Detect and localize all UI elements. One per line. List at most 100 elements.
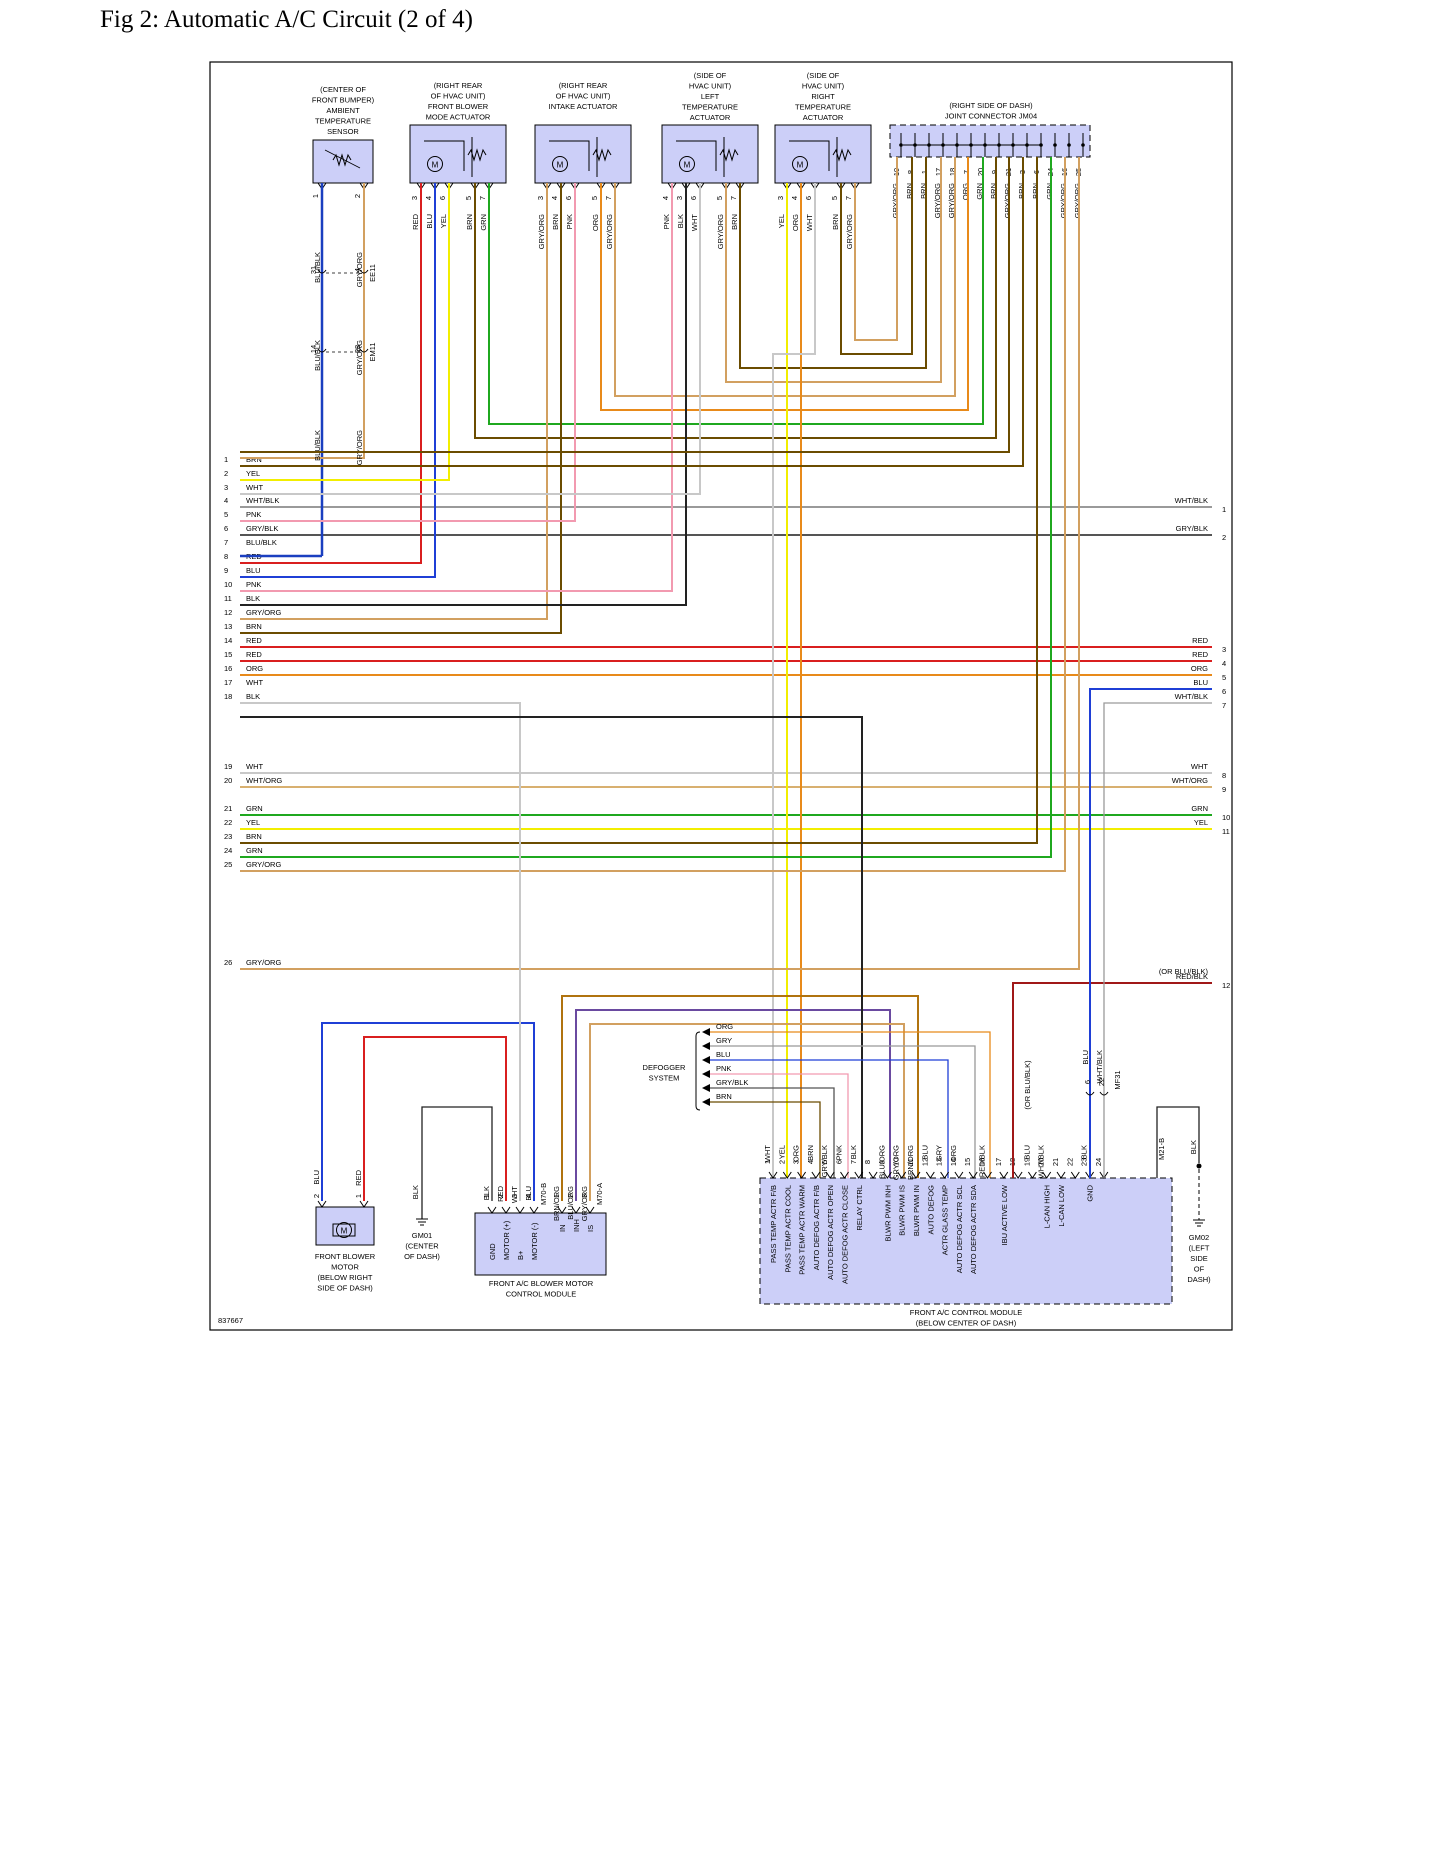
wire-jm04-gry-org (240, 157, 1066, 872)
defogger-arrow (702, 1028, 710, 1036)
ac-control-pin: 22 (1065, 1158, 1074, 1166)
mode-actuator-pot (467, 148, 487, 162)
mode-actuator-label-line: OF HVAC UNIT) (431, 92, 486, 101)
blower-control-pin-label: INH (572, 1219, 581, 1232)
pin-mark (854, 1171, 864, 1179)
left-bus-number: 24 (224, 846, 232, 855)
ac-control-pin: 6 (835, 1160, 844, 1164)
left-bus-number: 13 (224, 622, 232, 631)
ac-control-wire-label: GRY/ORG (892, 1145, 901, 1180)
ac-control-pin: 5 (820, 1160, 829, 1164)
wire-jm04-brn (240, 157, 1024, 467)
wire-intake-gry-org (614, 157, 956, 397)
ac-control-pin-label: PASS TEMP ACTR F/B (769, 1185, 778, 1263)
mode-actuator-schematic (424, 137, 473, 177)
wire-blower-red (363, 1036, 507, 1201)
ac-control-wire-label: BLU/ORG (877, 1145, 886, 1179)
ac-control-pin-label: AUTO DEFOG ACTR SCL (955, 1185, 964, 1273)
blower-control-pin: 2 (496, 1194, 505, 1198)
left-bus-label: GRY/BLK (246, 524, 278, 533)
intake-actuator-motor-icon (552, 156, 568, 172)
gm02-label-line: DASH) (1187, 1275, 1211, 1284)
gm02-label-line: GM02 (1189, 1233, 1209, 1242)
left-bus-label: GRY/ORG (246, 860, 281, 869)
wire-blower-blu (321, 1022, 535, 1201)
front-blower-motor-label-line: FRONT BLOWER (315, 1252, 376, 1261)
left-bus-label: WHT/BLK (246, 496, 279, 505)
right-bus-label: WHT (1191, 762, 1208, 771)
joint-dot (1025, 143, 1029, 147)
ac-control-pin: 16 (978, 1158, 987, 1166)
left-bus-label: WHT (246, 762, 263, 771)
left-bus-label: PNK (246, 510, 261, 519)
pin-mark (940, 1171, 950, 1179)
right-bus-number: 6 (1222, 687, 1226, 696)
ac-control-pin-label: AUTO DEFOG ACTR OPEN (826, 1185, 835, 1280)
wire-rtemp-gry-org (854, 157, 898, 341)
ac-control-wire-label: ORG (792, 1145, 801, 1162)
mode-actuator-wire-label: BRN (465, 214, 474, 230)
mode-actuator-pin: 4 (424, 196, 433, 200)
ac-control-pin-label: L-CAN HIGH (1043, 1185, 1052, 1228)
wire-blower-ctrl-wht (240, 702, 521, 1201)
ac-pin17-note: (OR BLU/BLK) (1023, 1060, 1032, 1110)
left-bus-label: GRN (246, 804, 263, 813)
figure-id: 837667 (218, 1316, 243, 1325)
defogger-wire-label: GRY/BLK (716, 1078, 748, 1087)
right-bus-label: WHT/ORG (1172, 776, 1208, 785)
left-bus-number: 4 (224, 496, 228, 505)
inline-connector-name: EE11 (368, 264, 377, 282)
left-bus-number: 12 (224, 608, 232, 617)
mode-actuator-label-line: FRONT BLOWER (428, 102, 489, 111)
blower-control-pin-label: B+ (516, 1250, 525, 1260)
ac-control-wire-label: BRN/ORG (906, 1145, 915, 1180)
intake-actuator-pin: 3 (536, 196, 545, 200)
left-bus-label: RED (246, 650, 262, 659)
wire-ltemp-wht (240, 183, 701, 495)
right-bus-label: WHT/BLK (1175, 496, 1208, 505)
mode-actuator (409, 124, 507, 184)
right-bus-label: RED (1192, 650, 1208, 659)
joint-connector-wire-label: GRN (1045, 183, 1054, 200)
blower-control-pin: 4 (524, 1194, 533, 1198)
pin-mark (782, 1171, 792, 1179)
left-bus-number: 20 (224, 776, 232, 785)
joint-connector-pin: 7 (962, 170, 971, 174)
left-bus-number: 6 (224, 524, 228, 533)
pin-mark (585, 1206, 595, 1214)
left-bus-label: GRY/ORG (246, 608, 281, 617)
ac-control-pin: 1 (763, 1160, 772, 1164)
defogger-arrow (702, 1070, 710, 1078)
blower-control-pin-label: IN (558, 1225, 567, 1233)
left-bus-label: BRN (246, 622, 262, 631)
left-temp-actuator-label-line: LEFT (701, 92, 720, 101)
ac-control-pin: 19 (1022, 1158, 1031, 1166)
ac-control-wire-label: GRY/BLK (820, 1145, 829, 1177)
pin-mark (797, 1171, 807, 1179)
joint-connector-wire-label: BRN (1031, 183, 1040, 199)
left-temp-actuator-motor-icon (679, 156, 695, 172)
left-bus-number: 9 (224, 566, 228, 575)
left-bus-label: BRN (246, 832, 262, 841)
left-temp-actuator-pin: 6 (689, 196, 698, 200)
ac-control-pin-label: IBU ACTIVE LOW (1000, 1184, 1009, 1245)
ambient-wire-label: BLU/BLK (313, 430, 322, 461)
ac-control-wire-label: BLU (920, 1145, 929, 1160)
left-temp-actuator-wire-label: BRN (730, 214, 739, 230)
left-temp-actuator-motor-letter: M (684, 161, 691, 170)
left-bus-label: ORG (246, 664, 263, 673)
right-temp-actuator-wire-label: ORG (791, 214, 800, 231)
left-bus-label: WHT (246, 678, 263, 687)
left-bus-label: BLU (246, 566, 261, 575)
diagram-frame (209, 61, 1233, 1331)
wire-relay-ctrl-blk (240, 716, 863, 1178)
wire-lcan-high-blu (1089, 688, 1212, 1178)
right-bus-number: 3 (1222, 645, 1226, 654)
wire-ltemp-blk (240, 183, 687, 606)
joint-dot (997, 143, 1001, 147)
mode-actuator-label-line: (RIGHT REAR (434, 81, 483, 90)
wire-blower-ctrl-blu-org (575, 1009, 891, 1201)
right-temp-actuator-label-line: HVAC UNIT) (802, 82, 845, 91)
left-bus-number: 1 (224, 455, 228, 464)
joint-dot (1081, 143, 1085, 147)
